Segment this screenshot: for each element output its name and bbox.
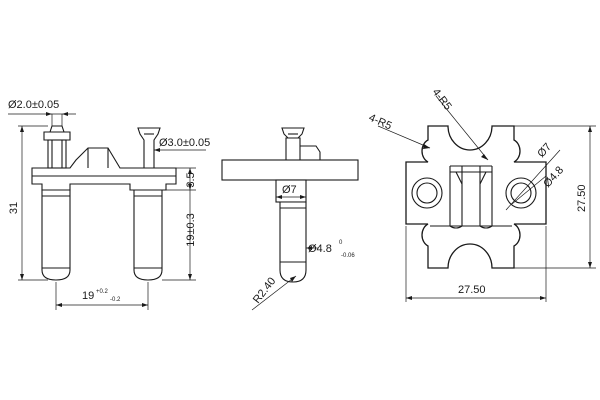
dim-pin-dia-tol-up: 0 bbox=[339, 240, 343, 246]
dim-width: 27.50 bbox=[458, 284, 486, 296]
dim-hole-inner: Ø4.8 bbox=[541, 164, 566, 190]
dim-radius-left: 4-R5 bbox=[367, 112, 394, 133]
dim-collar-dia: Ø7 bbox=[282, 184, 297, 196]
dim-spacing: 19 bbox=[82, 290, 94, 302]
right-pin bbox=[133, 127, 163, 281]
dim-height: 27.50 bbox=[576, 184, 588, 212]
dim-total-height: 31 bbox=[8, 202, 20, 214]
right-hole-inner bbox=[510, 182, 532, 204]
front-view: Ø2.0±0.05 31 Ø3.0±0.05 3.5 19±0.3 19 +0.… bbox=[8, 99, 210, 310]
dim-3-5: 3.5 bbox=[185, 172, 197, 187]
dim-pin-dia-tol-dn: -0.06 bbox=[341, 253, 355, 259]
dim-tip-radius: R2.40 bbox=[251, 275, 279, 306]
dim-spacing-tol-dn: -0.2 bbox=[110, 297, 121, 303]
right-hole-outer bbox=[505, 177, 537, 209]
left-hole-inner bbox=[416, 182, 438, 204]
dim-head-dia: Ø3.0±0.05 bbox=[159, 137, 210, 149]
dim-pin-dia: Ø2.0±0.05 bbox=[8, 99, 59, 111]
dim-hole-outer: Ø7 bbox=[535, 141, 554, 160]
dim-pin-dia-main: Ø4.8 bbox=[308, 243, 332, 255]
dim-spacing-tol-up: +0.2 bbox=[96, 289, 109, 295]
dim-radius-top: 4-R5 bbox=[430, 86, 454, 112]
side-view: Ø7 Ø4.8 0 -0.06 R2.40 bbox=[221, 127, 359, 311]
left-hole-outer bbox=[411, 177, 443, 209]
left-pin bbox=[41, 125, 71, 281]
top-view: 4-R5 4-R5 Ø7 Ø4.8 27.50 27.50 bbox=[367, 86, 596, 302]
front-bridge bbox=[31, 147, 177, 191]
dim-pin-length: 19±0.3 bbox=[185, 213, 197, 247]
